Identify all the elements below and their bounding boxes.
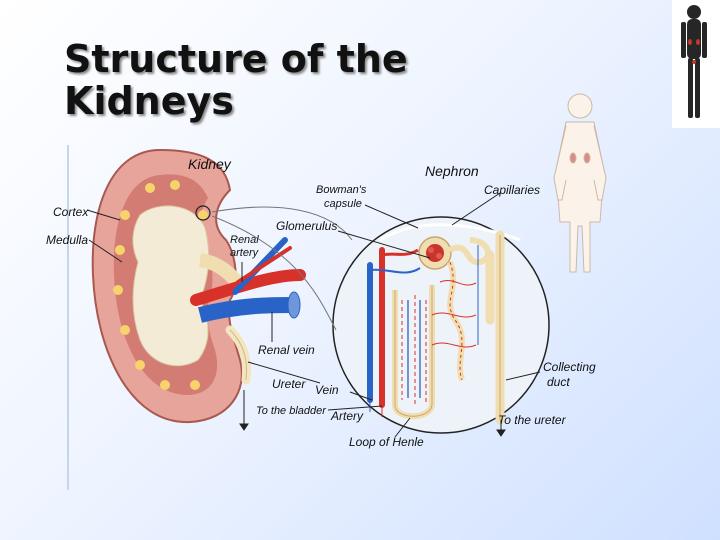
label-renal-artery-2: artery: [230, 247, 260, 259]
label-medulla: Medulla: [46, 233, 88, 247]
human-silhouette-icon: [672, 0, 720, 128]
label-capillaries: Capillaries: [484, 183, 540, 197]
label-kidney: Kidney: [188, 156, 232, 172]
leader-lines: [86, 192, 541, 438]
nephron-detail: [211, 206, 550, 434]
label-renal-artery-1: Renal: [230, 234, 259, 246]
label-bowmans-capsule-2: capsule: [324, 198, 362, 210]
label-bowmans-capsule-1: Bowman's: [316, 184, 367, 196]
label-to-the-ureter: To the ureter: [498, 413, 567, 427]
medulla-pyramids: [113, 180, 208, 390]
label-renal-vein: Renal vein: [258, 343, 315, 357]
label-to-the-bladder: To the bladder: [256, 405, 327, 417]
label-collecting-duct-1: Collecting: [543, 360, 596, 374]
label-vein: Vein: [315, 383, 339, 397]
renal-vessels: [190, 237, 306, 385]
label-glomerulus: Glomerulus: [276, 219, 337, 233]
nephron-zoom-marker: [195, 205, 211, 221]
kidney-cross-section: [91, 148, 249, 424]
human-outline-icon: [553, 93, 607, 273]
label-artery: Artery: [330, 409, 364, 423]
label-cortex: Cortex: [53, 205, 89, 219]
label-ureter: Ureter: [272, 377, 306, 391]
title-line-1: Structure of the: [64, 37, 408, 81]
slide-title: Structure of the Kidneys: [64, 38, 408, 122]
label-collecting-duct-2: duct: [547, 375, 570, 389]
title-line-2: Kidneys: [64, 79, 234, 123]
label-nephron: Nephron: [425, 163, 479, 179]
flow-arrows: [239, 390, 506, 437]
label-loop-of-henle: Loop of Henle: [349, 435, 424, 449]
